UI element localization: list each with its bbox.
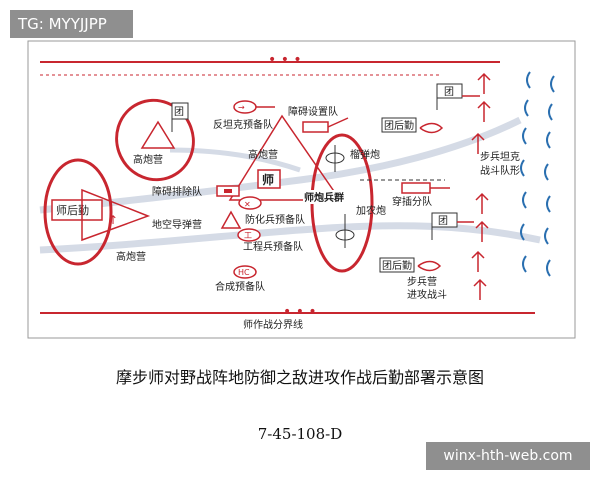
boundary-label: 师作战分界线 — [243, 318, 303, 331]
artillery-camp-lower-label: 高炮营 — [116, 250, 146, 263]
chem-glyph: ✕ — [244, 200, 251, 209]
artillery-triangle-upper — [140, 120, 176, 149]
regiment-rear-upper-label: 团后勤 — [384, 119, 414, 132]
front-line-dots: • • • — [268, 52, 302, 68]
sam-camp-icon — [220, 210, 242, 229]
obstacle-team-icon — [302, 121, 329, 133]
obstacle-clear-label: 障碍排除队 — [152, 185, 202, 198]
obstacle-team-arrow — [327, 117, 349, 128]
howitzer-label: 加农炮 — [356, 204, 386, 217]
engineer-reserve-icon — [237, 228, 261, 242]
obstacle-clear-fill — [224, 189, 232, 193]
division-hq-box — [257, 169, 281, 189]
infantry-tank-line1: 步兵坦克 — [480, 150, 520, 163]
watermark-top: TG: MYYJJPP — [10, 10, 133, 38]
diagram-panel — [27, 40, 576, 339]
infantry-camp-line2: 进攻战斗 — [407, 288, 447, 301]
penetration-label: 穿插分队 — [392, 195, 432, 208]
division-rear-area — [43, 158, 113, 266]
road-branch — [169, 147, 301, 173]
road-middle — [39, 222, 541, 254]
penetration-icon — [401, 182, 431, 194]
division-formation-triangle — [228, 114, 342, 201]
watermark-bottom: winx-hth-web.com — [426, 442, 590, 470]
anti-tank-label: 反坦克预备队 — [213, 118, 273, 131]
enemy-defense-arcs — [520, 71, 555, 277]
caption-code: 7-45-108-D — [257, 425, 343, 443]
frontline-unit-markers — [471, 72, 491, 300]
infantry-camp-line1: 步兵营 — [407, 275, 437, 288]
regiment-right-mid-label: 团 — [438, 215, 448, 227]
engineer-reserve-label: 工程兵预备队 — [243, 240, 303, 253]
composite-reserve-label: 合成预备队 — [215, 280, 265, 293]
road-upper — [39, 116, 522, 214]
composite-reserve-icon — [233, 265, 257, 279]
sam-camp-label: 地空导弹营 — [152, 218, 202, 231]
chem-reserve-icon — [238, 196, 262, 210]
artillery-camp-mid-label: 高炮营 — [248, 148, 278, 161]
caption-title: 摩步师对野战阵地防御之敌进攻作战后勤部署示意图 — [115, 368, 484, 387]
division-artillery-bg — [303, 190, 349, 204]
regiment-right-upper-label: 团 — [444, 86, 454, 98]
regiment-rear-lower-arrow — [417, 260, 442, 272]
obstacle-team-label: 障碍设置队 — [288, 105, 338, 118]
boundary-dots: • • • — [283, 304, 317, 320]
regiment-rear-upper-box — [381, 117, 417, 133]
division-artillery-label: 师炮兵群 — [304, 191, 344, 204]
artillery-glyph-left: ↑ — [108, 213, 118, 227]
artillery-camp-upper-label: 高炮营 — [133, 153, 163, 166]
artillery-camp-area — [115, 98, 195, 182]
regiment-flag-label: 团 — [174, 106, 184, 118]
composite-icon-text: HC — [238, 268, 250, 277]
regiment-rear-upper-arrow — [419, 122, 444, 134]
regiment-rear-lower-box — [379, 257, 415, 273]
engineer-icon-text: 工 — [244, 231, 252, 240]
artillery-triangle-left — [81, 188, 151, 242]
mortar-label: 榴弹炮 — [350, 148, 380, 161]
infantry-tank-line2: 战斗队形 — [480, 164, 520, 177]
chem-reserve-label: 防化兵预备队 — [245, 213, 305, 226]
anti-tank-glyph: → — [238, 103, 245, 112]
division-rear-box — [51, 199, 103, 221]
division-hq-label: 师 — [262, 172, 274, 187]
division-rear-label: 师后勤 — [56, 204, 89, 217]
regiment-rear-lower-label: 团后勤 — [382, 259, 412, 272]
